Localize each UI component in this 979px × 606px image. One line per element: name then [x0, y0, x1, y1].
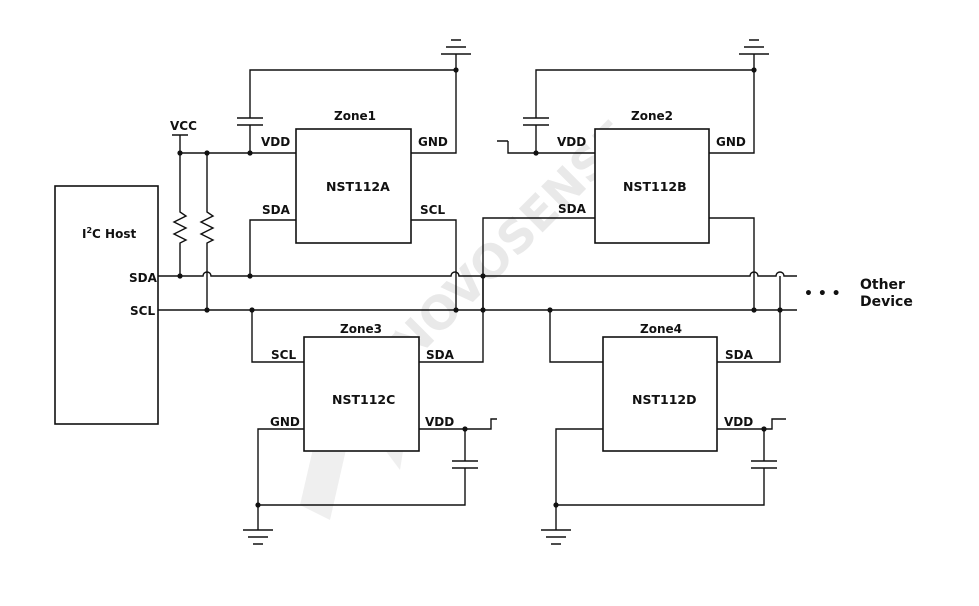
nst112a-name: NST112A	[326, 179, 390, 194]
other-device-label-line2: Device	[860, 294, 913, 310]
zone2-label: Zone2	[631, 109, 673, 123]
nst112b-sda-pin: SDA	[558, 202, 587, 216]
nst112c-chip	[303, 336, 420, 452]
nst112c-scl-pin: SCL	[271, 348, 296, 362]
scl-pullup-resistor	[199, 153, 215, 310]
vcc-terminal	[172, 134, 188, 153]
vcc-label: VCC	[170, 119, 197, 133]
other-device-label-line1: Other	[860, 277, 905, 293]
sda-bus	[158, 271, 797, 277]
zone4-label: Zone4	[640, 322, 682, 336]
host-scl-label: SCL	[130, 304, 155, 318]
nst112d-name: NST112D	[632, 392, 696, 407]
sda-pullup-resistor	[172, 153, 188, 276]
nst112d-vdd-pin: VDD	[724, 415, 753, 429]
nst112b-vdd-pin: VDD	[557, 135, 586, 149]
nst112c-vdd-pin: VDD	[425, 415, 454, 429]
nst112a-sda-pin: SDA	[262, 203, 291, 217]
nst112b-gnd-pin: GND	[716, 135, 746, 149]
nst112a-chip	[295, 128, 412, 244]
zone4-wiring	[541, 276, 786, 545]
nst112a-vdd-pin: VDD	[261, 135, 290, 149]
zone1-wiring	[237, 39, 471, 310]
nst112a-scl-pin: SCL	[420, 203, 445, 217]
nst112d-sda-pin: SDA	[725, 348, 754, 362]
zone1-label: Zone1	[334, 109, 376, 123]
i2c-host-box	[54, 185, 159, 425]
nst112c-gnd-pin: GND	[270, 415, 300, 429]
nst112b-name: NST112B	[623, 179, 687, 194]
ellipsis: • • •	[804, 286, 841, 302]
nst112d-chip	[602, 336, 718, 452]
nst112a-gnd-pin: GND	[418, 135, 448, 149]
i2c-host-label: I2C Host	[82, 226, 136, 241]
nst112c-sda-pin: SDA	[426, 348, 455, 362]
zone3-wiring	[243, 276, 497, 545]
junction-dots	[177, 67, 783, 508]
host-sda-label: SDA	[129, 271, 158, 285]
zone3-label: Zone3	[340, 322, 382, 336]
nst112b-chip	[594, 128, 710, 244]
nst112c-name: NST112C	[332, 392, 395, 407]
